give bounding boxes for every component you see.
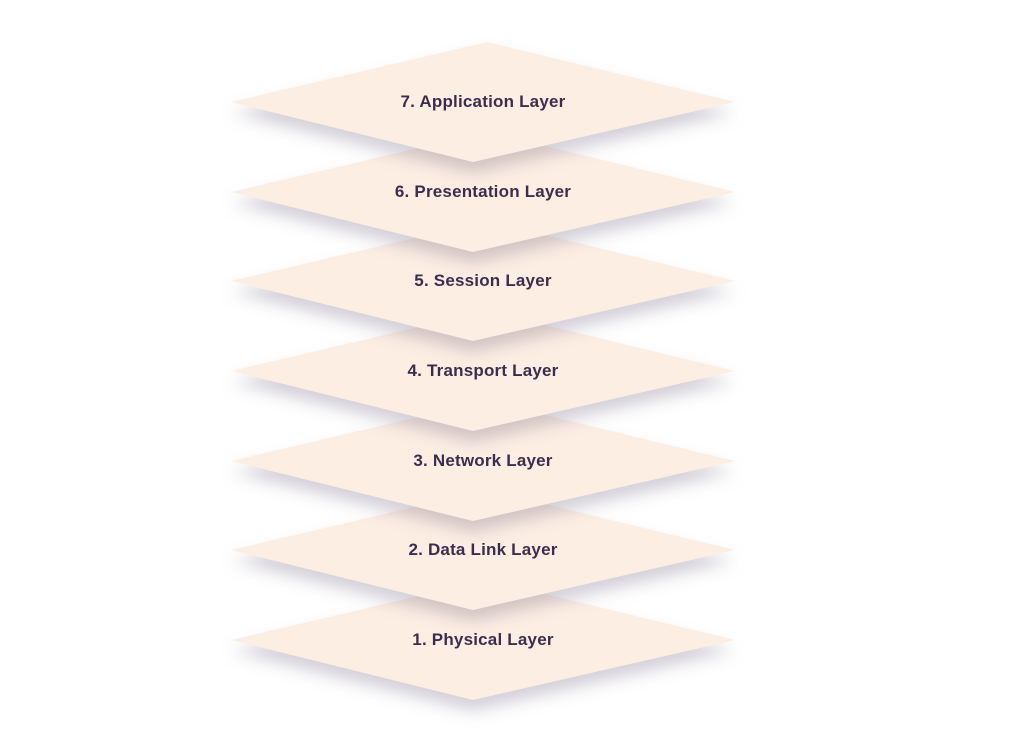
diamond-shape bbox=[231, 42, 735, 162]
diamond-shadow-wrap bbox=[231, 42, 735, 162]
layer-7-application: 7. Application Layer bbox=[231, 42, 735, 162]
